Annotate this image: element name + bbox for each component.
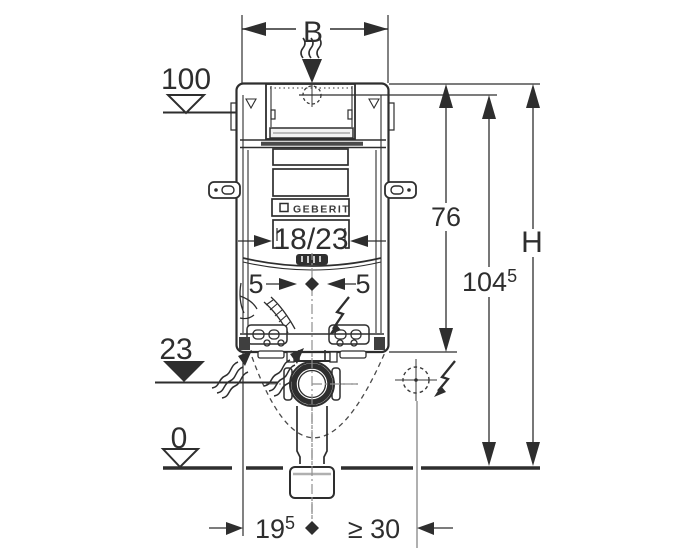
electrical-bolt-icon — [329, 296, 350, 335]
level-triangle-filled-icon — [163, 361, 205, 382]
actuation-symbol — [300, 37, 322, 83]
right-clip — [389, 102, 395, 131]
label-offset-right: 5 — [355, 269, 370, 299]
right-foot-pad — [339, 350, 367, 359]
access-box — [265, 83, 356, 140]
drain-pipe — [296, 406, 301, 464]
label-offset-left: 5 — [248, 269, 263, 299]
dimension-B — [241, 15, 389, 83]
label-floor-level: 0 — [171, 422, 188, 455]
label-supply-height: 1045 — [462, 266, 517, 297]
actuation-down-arrow-icon — [302, 59, 322, 83]
right-wall-bracket — [384, 181, 417, 199]
sound-insulation-waves-icon — [300, 37, 322, 59]
sound-insulation-arrow-right — [263, 348, 304, 397]
left-foot-pad — [257, 350, 285, 359]
sound-insulation-arrow-left — [211, 350, 252, 399]
logo-panel — [271, 198, 350, 217]
side-connection-crosshair-icon — [395, 359, 437, 401]
electrical-bolt-icon-right — [434, 360, 456, 397]
swing-arc — [251, 349, 387, 439]
labels: B 100 76 1045 H 18/23 5 5 23 0 195 ≥ 30 … — [159, 16, 543, 544]
label-width-B: B — [303, 16, 323, 49]
bottom-dimensions — [209, 352, 453, 536]
center-diamond-icon — [305, 277, 319, 291]
cistern-frame — [208, 82, 417, 359]
label-total-height: H — [521, 226, 543, 259]
logo-square-icon — [279, 202, 289, 213]
panel-2 — [272, 168, 349, 197]
panel-1 — [272, 148, 349, 166]
label-outlet-offset: 195 — [255, 513, 295, 544]
left-clip — [230, 102, 236, 131]
label-meter-mark: 100 — [161, 63, 211, 96]
center-diamond-icon-bottom — [305, 521, 319, 535]
level-markers — [155, 94, 278, 469]
left-wall-bracket — [208, 181, 241, 199]
dimension-5-5 — [266, 277, 356, 291]
label-flush-pipe-positions: 18/23 — [273, 223, 348, 256]
floor-triangle-open-icon — [160, 448, 201, 469]
drain-assembly — [283, 350, 358, 499]
label-outlet-level: 23 — [159, 333, 192, 366]
label-min-clearance: ≥ 30 — [348, 514, 400, 544]
label-frame-height: 76 — [431, 202, 461, 232]
right-dimensions — [299, 83, 540, 466]
brand-logo: GEBERIT — [293, 204, 350, 216]
level-triangle-open-icon — [165, 94, 207, 115]
dimension-18-23 — [238, 226, 386, 253]
